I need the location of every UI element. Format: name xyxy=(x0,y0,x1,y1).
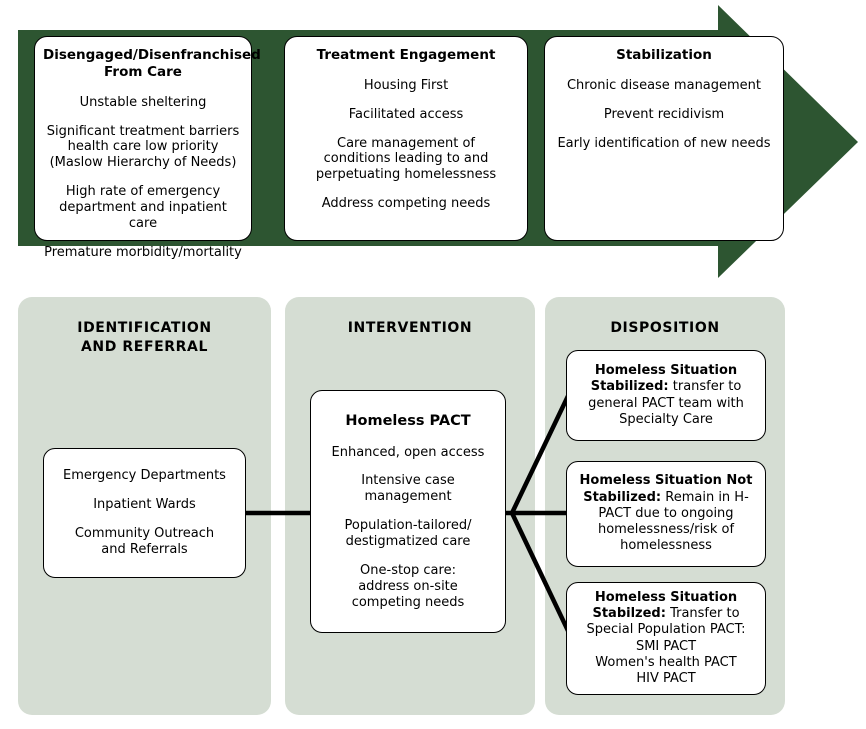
disposition-rest: transfer to general PACT team with Speci… xyxy=(588,379,744,427)
pact-item: One-stop care: address on-site competing… xyxy=(351,562,465,610)
stage-item: Significant treatment barriers health ca… xyxy=(46,123,240,171)
column-title: INTERVENTION xyxy=(347,320,473,336)
source-item: Inpatient Wards xyxy=(93,497,196,513)
stage-box-treatment-engagement: Treatment Engagement Housing First Facil… xyxy=(284,36,528,241)
disposition-box-not-stabilized: Homeless Situation Not Stabilized: Remai… xyxy=(566,461,766,567)
pact-item: Intensive case management xyxy=(361,473,455,505)
homeless-pact-title: Homeless PACT xyxy=(345,412,471,429)
stage-item: Unstable sheltering xyxy=(79,94,207,110)
special-pact-line: SMI PACT xyxy=(635,638,697,654)
disposition-text: Homeless Situation Stabilzed: Transfer t… xyxy=(575,590,757,688)
stage-title: Treatment Engagement xyxy=(316,47,496,63)
disposition-text: Homeless Situation Not Stabilized: Remai… xyxy=(575,473,757,554)
stage-item: Premature morbidity/mortality xyxy=(44,244,242,260)
disposition-lead: Homeless Situation Stabilzed: xyxy=(592,589,738,621)
stage-item: Address competing needs xyxy=(321,196,491,212)
source-item: Emergency Departments xyxy=(63,468,226,484)
disposition-rest: Transfer to Special Population PACT: xyxy=(586,606,746,638)
disposition-rest: Remain in H-PACT due to ongoing homeless… xyxy=(597,489,749,554)
stage-item: Prevent recidivism xyxy=(603,106,725,122)
stage-box-disengaged: Disengaged/Disenfranchised From Care Uns… xyxy=(34,36,261,260)
identification-sources-box: Emergency Departments Inpatient Wards Co… xyxy=(43,448,246,578)
column-title: DISPOSITION xyxy=(610,320,720,336)
special-pact-line: HIV PACT xyxy=(636,671,696,686)
stage-item: High rate of emergency department and in… xyxy=(59,184,227,231)
pact-item: Population-tailored/ destigmatized care xyxy=(344,518,472,549)
stage-item: Housing First xyxy=(363,77,449,93)
disposition-text: Homeless Situation Stabilized: transfer … xyxy=(575,363,757,428)
disposition-lead: Homeless Situation Not Stabilized: xyxy=(579,473,753,505)
pact-item: Enhanced, open access xyxy=(331,444,485,460)
stage-box-stabilization: Stabilization Chronic disease management… xyxy=(544,36,784,241)
disposition-box-stabilized: Homeless Situation Stabilized: transfer … xyxy=(566,350,766,441)
special-pact-line: Women's health PACT xyxy=(595,654,737,670)
stage-title: Disengaged/Disenfranchised From Care xyxy=(43,47,261,80)
stage-item: Facilitated access xyxy=(348,106,464,122)
column-title: IDENTIFICATION AND REFERRAL xyxy=(77,320,212,355)
disposition-lead: Homeless Situation Stabilized: xyxy=(590,363,738,395)
stage-item: Early identification of new needs xyxy=(557,135,771,151)
stage-item: Chronic disease management xyxy=(566,77,762,93)
disposition-box-stabilzed-special-population: Homeless Situation Stabilzed: Transfer t… xyxy=(566,582,766,695)
stage-title: Stabilization xyxy=(616,47,712,63)
homeless-pact-box: Homeless PACT Enhanced, open access Inte… xyxy=(310,390,506,633)
source-item: Community Outreach and Referrals xyxy=(74,526,215,557)
stage-item: Care management of conditions leading to… xyxy=(315,135,497,183)
